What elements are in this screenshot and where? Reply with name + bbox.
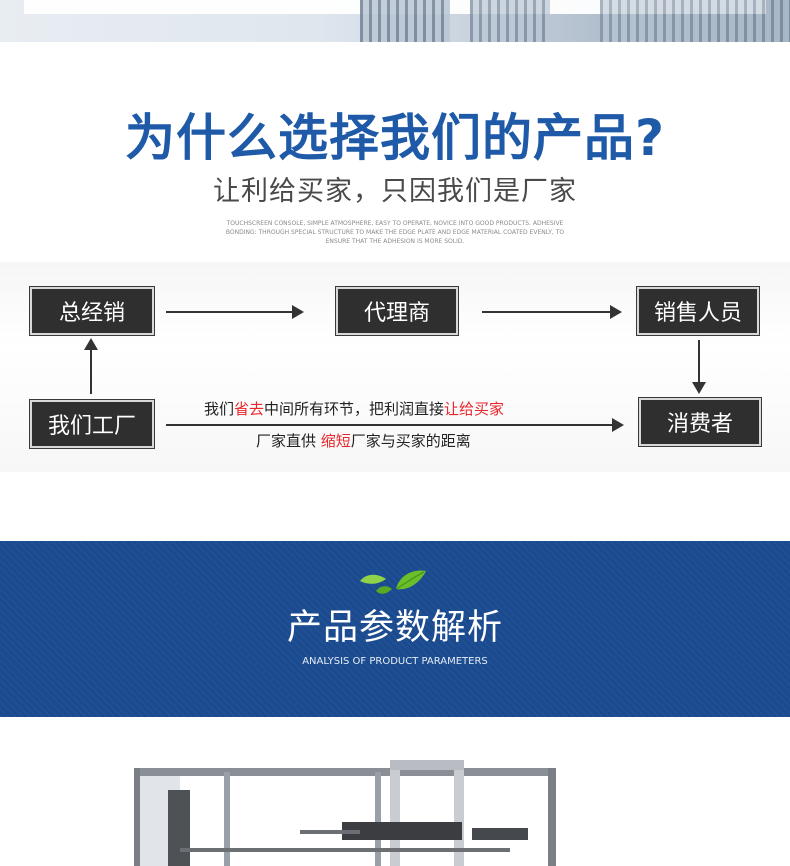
why-choose-english: TOUCHSCREEN CONSOLE, SIMPLE ATMOSPHERE, … bbox=[225, 220, 565, 245]
parameters-banner bbox=[0, 541, 790, 717]
leaf-icon bbox=[360, 570, 426, 594]
building-graphic bbox=[470, 0, 550, 42]
note-text: 厂家直供 bbox=[256, 432, 321, 450]
note-highlight: 缩短 bbox=[320, 432, 351, 450]
box-distributor: 总经销 bbox=[30, 287, 154, 335]
box-sales: 销售人员 bbox=[637, 287, 759, 335]
note-text: 厂家与买家的距离 bbox=[350, 432, 471, 450]
arrow-right-long bbox=[166, 418, 624, 432]
box-factory: 我们工厂 bbox=[30, 400, 154, 448]
note-highlight: 省去 bbox=[234, 400, 265, 418]
flow-note-2: 厂家直供 缩短厂家与买家的距离 bbox=[256, 431, 471, 451]
box-agent: 代理商 bbox=[336, 287, 458, 335]
arrow-down bbox=[692, 340, 706, 394]
box-consumer: 消费者 bbox=[639, 398, 761, 446]
building-graphic bbox=[360, 0, 450, 42]
arrow-up bbox=[84, 338, 98, 394]
note-highlight: 让给买家 bbox=[444, 400, 505, 418]
parameters-title: 产品参数解析 bbox=[286, 608, 503, 648]
product-machine-image bbox=[120, 750, 570, 866]
note-text: 我们 bbox=[204, 400, 235, 418]
arrow-right bbox=[166, 305, 304, 319]
flow-note-1: 我们省去中间所有环节，把利润直接让给买家 bbox=[204, 399, 504, 419]
top-banner-image bbox=[0, 0, 790, 42]
why-choose-title: 为什么选择我们的产品? bbox=[124, 109, 665, 167]
parameters-english: ANALYSIS OF PRODUCT PARAMETERS bbox=[302, 656, 488, 667]
building-graphic bbox=[600, 0, 790, 42]
why-choose-subtitle: 让利给买家，只因我们是厂家 bbox=[213, 176, 577, 207]
note-text: 中间所有环节，把利润直接 bbox=[264, 400, 445, 418]
arrow-right bbox=[482, 305, 622, 319]
